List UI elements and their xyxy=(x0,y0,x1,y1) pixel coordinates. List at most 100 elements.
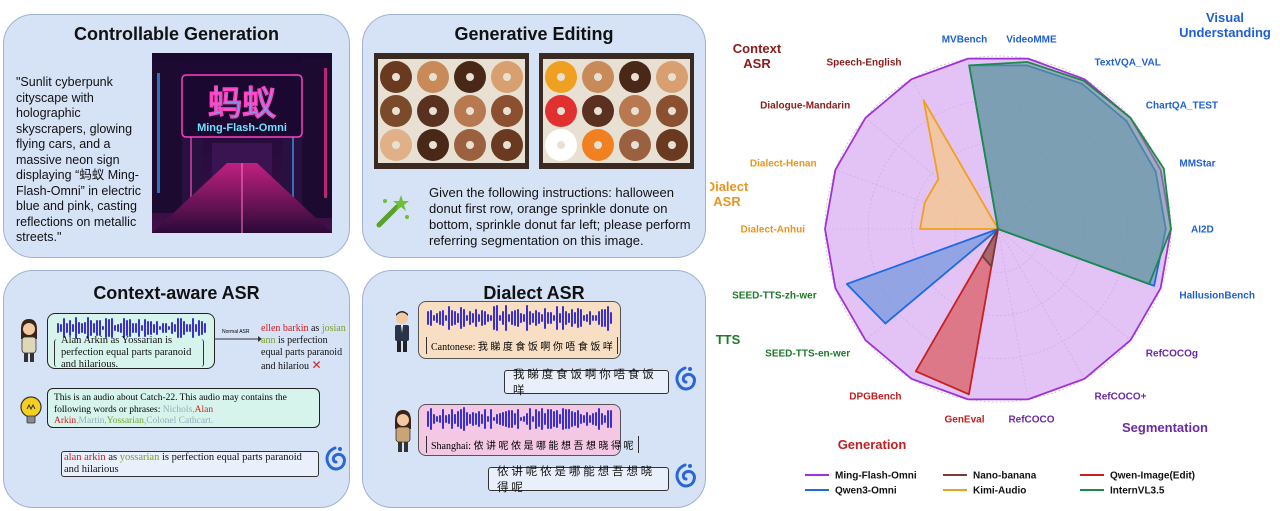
waveform-bar xyxy=(174,324,176,332)
waveform-bar xyxy=(445,315,447,321)
waveform-bar xyxy=(562,408,564,430)
lightbulb-icon xyxy=(20,396,42,424)
waveform-bar xyxy=(526,305,528,331)
waveform-bar xyxy=(559,313,561,323)
waveform-bar xyxy=(499,314,501,322)
radar-axis-label: Dialect-Henan xyxy=(750,159,817,170)
waveform-bar xyxy=(490,409,492,429)
radar-axis-label: GenEval xyxy=(944,415,984,426)
waveform-bar xyxy=(147,321,149,335)
context-term: . xyxy=(210,416,214,426)
cantonese-output-box: 我 睇 度 食 饭 啊 你 唔 食 饭 咩 xyxy=(504,369,669,397)
waveform-bar xyxy=(523,416,525,422)
legend-label: Qwen-Image(Edit) xyxy=(1110,471,1195,482)
waveform-bar xyxy=(448,413,450,425)
donut-hole xyxy=(557,141,565,149)
waveform-bar xyxy=(502,411,504,427)
radar-series-internvl3-5 xyxy=(968,61,1172,285)
context-term: , xyxy=(192,404,195,415)
waveform-bar xyxy=(559,413,561,425)
waveform-bar xyxy=(532,416,534,422)
cantonese-audio-transcript: Cantonese: 我 睇 度 食 饭 啊 你 唔 食 饭 咩 xyxy=(426,337,618,354)
waveform-bar xyxy=(562,306,564,330)
waveform-bar xyxy=(135,323,137,333)
waveform-bar xyxy=(445,415,447,423)
legend-label: Nano-banana xyxy=(973,471,1037,482)
waveform-bar xyxy=(481,309,483,327)
legend-label: Kimi-Audio xyxy=(973,486,1026,497)
normal-asr-token: is perfection equal parts paranoid and h… xyxy=(261,335,343,372)
waveform-bar xyxy=(189,324,191,332)
waveform-bar xyxy=(511,311,513,325)
waveform-bar xyxy=(90,319,92,337)
waveform-bar xyxy=(439,414,441,424)
waveform-bar xyxy=(496,413,498,425)
audio-waveform xyxy=(427,407,613,431)
man-speaker-icon xyxy=(395,311,409,352)
waveform-bar xyxy=(433,414,435,424)
donut-box-edited xyxy=(539,53,694,169)
radar-axis-label: MVBench xyxy=(942,34,988,45)
waveform-bar xyxy=(472,313,474,323)
panel-title: Controllable Generation xyxy=(73,24,280,44)
waveform-bar xyxy=(204,323,206,333)
radar-axis-label: SEED-TTS-zh-wer xyxy=(732,291,817,302)
waveform-bar xyxy=(583,414,585,424)
waveform-bar xyxy=(595,315,597,321)
waveform-bar xyxy=(511,409,513,429)
waveform-bar xyxy=(478,411,480,427)
waveform-bar xyxy=(454,311,456,325)
waveform-bar xyxy=(442,310,444,326)
radar-group-label: TTS xyxy=(716,332,741,347)
waveform-bar xyxy=(604,308,606,328)
waveform-bar xyxy=(451,309,453,327)
waveform-bar xyxy=(541,314,543,322)
ming-logo-icon xyxy=(325,446,346,471)
radar-group-label: Generation xyxy=(838,437,907,452)
waveform-bar xyxy=(571,410,573,428)
shanghai-output-box: 侬 讲 呢 侬 是 哪 能 想 吾 想 晓 得 呢 xyxy=(488,466,669,494)
waveform-bar xyxy=(526,412,528,426)
waveform-bar xyxy=(451,408,453,430)
waveform-bar xyxy=(547,409,549,429)
donut-hole xyxy=(668,107,676,115)
editing-instruction: Given the following instructions: hallow… xyxy=(429,185,691,248)
waveform-bar xyxy=(493,416,495,422)
donut-hole xyxy=(392,73,400,81)
radar-axis-label: Speech-English xyxy=(826,57,901,68)
donut-hole xyxy=(503,107,511,115)
waveform-bar xyxy=(69,320,71,336)
waveform-bar xyxy=(111,318,113,338)
context-prefix: This is an audio about Catch-22. This au… xyxy=(54,393,287,415)
context-asr-token: alan arkin xyxy=(64,452,106,463)
radar-series-kimi-audio xyxy=(919,99,999,230)
waveform-bar xyxy=(162,322,164,334)
context-term: Alan Arkin xyxy=(54,404,214,427)
waveform-bar xyxy=(75,317,77,339)
waveform-bar xyxy=(607,410,609,428)
waveform-bar xyxy=(565,310,567,326)
radar-axis-label: Dialogue-Mandarin xyxy=(760,100,850,111)
radar-axis-label: AI2D xyxy=(1191,225,1214,236)
context-audio-transcript: Alan Arkin as Yossarian is perfection eq… xyxy=(54,335,204,370)
context-asr-output-box xyxy=(61,451,319,477)
waveform-bar xyxy=(472,412,474,426)
waveform-bar xyxy=(589,414,591,424)
radar-axis-label: HallusionBench xyxy=(1179,291,1255,302)
donut-hole xyxy=(503,141,511,149)
waveform-bar xyxy=(535,409,537,429)
waveform-bar xyxy=(427,310,429,326)
waveform-bar xyxy=(550,409,552,429)
waveform-bar xyxy=(508,410,510,428)
waveform-bar xyxy=(138,319,140,337)
waveform-bar xyxy=(541,408,543,430)
waveform-bar xyxy=(186,324,188,332)
waveform-bar xyxy=(538,410,540,428)
context-prompt-text: This is an audio about Catch-22. This au… xyxy=(54,393,316,428)
waveform-bar xyxy=(129,318,131,338)
waveform-bar xyxy=(592,315,594,321)
waveform-bar xyxy=(448,306,450,330)
radar-axis-label: RefCOCO xyxy=(1008,415,1054,426)
waveform-bar xyxy=(574,412,576,426)
